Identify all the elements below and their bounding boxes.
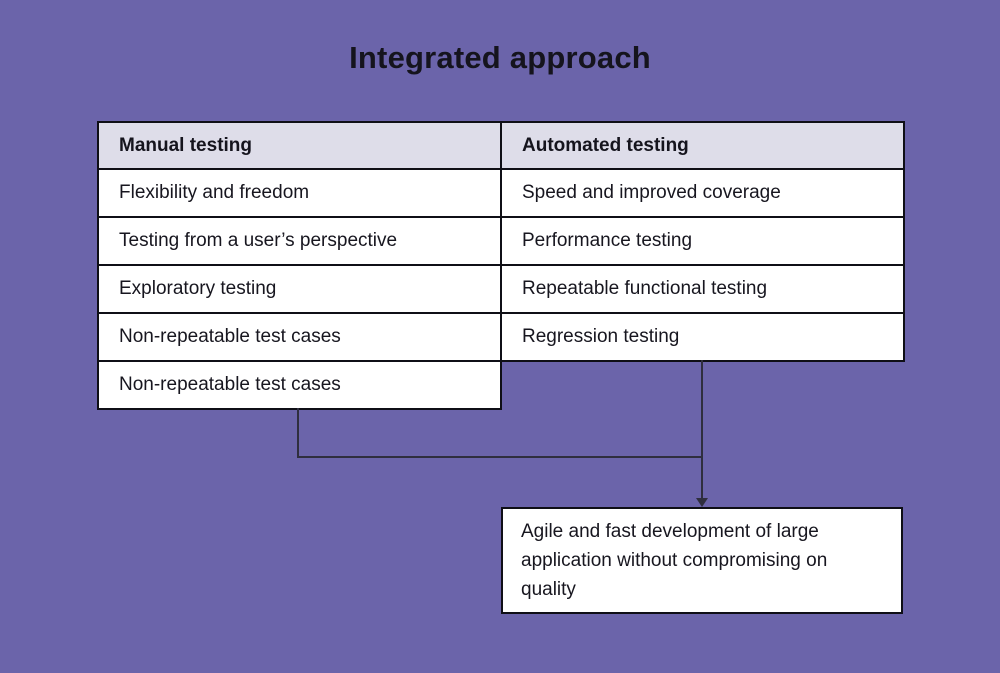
automated-testing-cell: Performance testing bbox=[500, 216, 905, 266]
automated-testing-cell: Speed and improved coverage bbox=[500, 168, 905, 218]
table-row: Testing from a user’s perspective Perfor… bbox=[97, 216, 905, 266]
manual-testing-cell: Non-repeatable test cases bbox=[97, 312, 502, 362]
table-row: Flexibility and freedom Speed and improv… bbox=[97, 168, 905, 218]
page-title: Integrated approach bbox=[349, 40, 651, 75]
table-row: Non-repeatable test cases Regression tes… bbox=[97, 312, 905, 362]
result-box: Agile and fast development of large appl… bbox=[501, 507, 903, 614]
automated-testing-cell: Regression testing bbox=[500, 312, 905, 362]
connector-line-right-vertical bbox=[701, 360, 703, 500]
table-header-row: Manual testing Automated testing bbox=[97, 121, 905, 170]
table-row-extra: Non-repeatable test cases bbox=[97, 360, 904, 410]
comparison-table: Manual testing Automated testing Flexibi… bbox=[97, 121, 905, 410]
result-text: Agile and fast development of large appl… bbox=[521, 521, 828, 600]
connector-line-left-vertical bbox=[297, 408, 299, 458]
manual-testing-cell: Testing from a user’s perspective bbox=[97, 216, 502, 266]
arrow-down-icon bbox=[696, 498, 708, 507]
manual-testing-cell: Flexibility and freedom bbox=[97, 168, 502, 218]
column-header-automated-testing: Automated testing bbox=[500, 121, 905, 170]
connector-line-horizontal bbox=[297, 456, 703, 458]
table-row: Exploratory testing Repeatable functiona… bbox=[97, 264, 905, 314]
manual-testing-cell: Exploratory testing bbox=[97, 264, 502, 314]
manual-testing-extra-cell: Non-repeatable test cases bbox=[97, 360, 502, 410]
column-header-manual-testing: Manual testing bbox=[97, 121, 502, 170]
automated-testing-cell: Repeatable functional testing bbox=[500, 264, 905, 314]
